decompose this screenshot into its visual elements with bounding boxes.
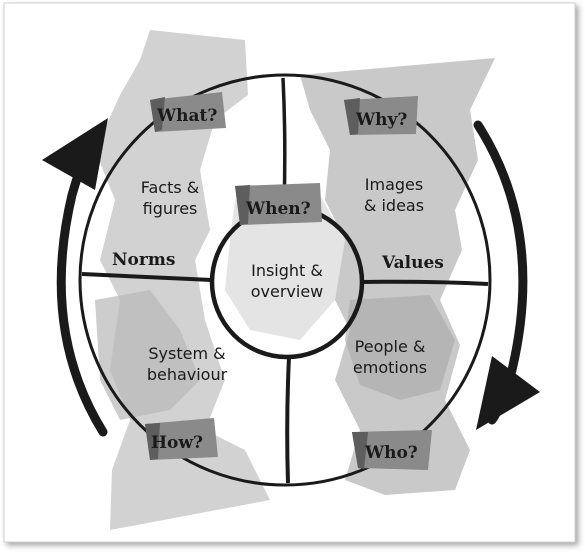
divider-left bbox=[81, 272, 213, 282]
quadrant-top-left-line-1: Facts & bbox=[141, 178, 200, 197]
paint-right-dark bbox=[345, 295, 455, 400]
paint-left-dark bbox=[95, 290, 200, 420]
quadrant-top-right-line-2: & ideas bbox=[364, 196, 424, 215]
quadrant-top-left-line-2: figures bbox=[143, 199, 198, 218]
tag-when: When? bbox=[235, 183, 322, 225]
quadrant-bottom-left-line-2: behaviour bbox=[147, 365, 228, 384]
tag-what: What? bbox=[150, 92, 226, 132]
label-when: When? bbox=[245, 199, 311, 219]
label-who: Who? bbox=[364, 443, 418, 463]
arrow-cycle-left-icon bbox=[42, 118, 108, 437]
paint-right-band bbox=[300, 58, 495, 495]
quadrant-top-right-line-1: Images bbox=[365, 175, 423, 194]
quadrant-bottom-right-line-1: People & bbox=[355, 337, 426, 356]
outer-circle bbox=[78, 73, 492, 487]
label-why: Why? bbox=[355, 110, 407, 130]
quadrant-bottom-right-line-2: emotions bbox=[353, 358, 427, 377]
divider-right bbox=[361, 279, 489, 286]
divider-bottom bbox=[285, 356, 291, 484]
tag-who: Who? bbox=[352, 430, 432, 470]
label-values: Values bbox=[381, 253, 444, 273]
tag-how: How? bbox=[145, 418, 218, 460]
quadrant-bottom-left-line-1: System & bbox=[148, 344, 225, 363]
center-line-1: Insight & bbox=[251, 261, 323, 280]
label-how: How? bbox=[151, 433, 203, 453]
label-norms: Norms bbox=[112, 250, 175, 270]
paint-center-wash bbox=[225, 195, 345, 340]
tag-why: Why? bbox=[344, 96, 418, 135]
center-line-2: overview bbox=[251, 282, 324, 301]
arrow-cycle-right-icon bbox=[473, 120, 540, 430]
label-what: What? bbox=[156, 106, 217, 126]
